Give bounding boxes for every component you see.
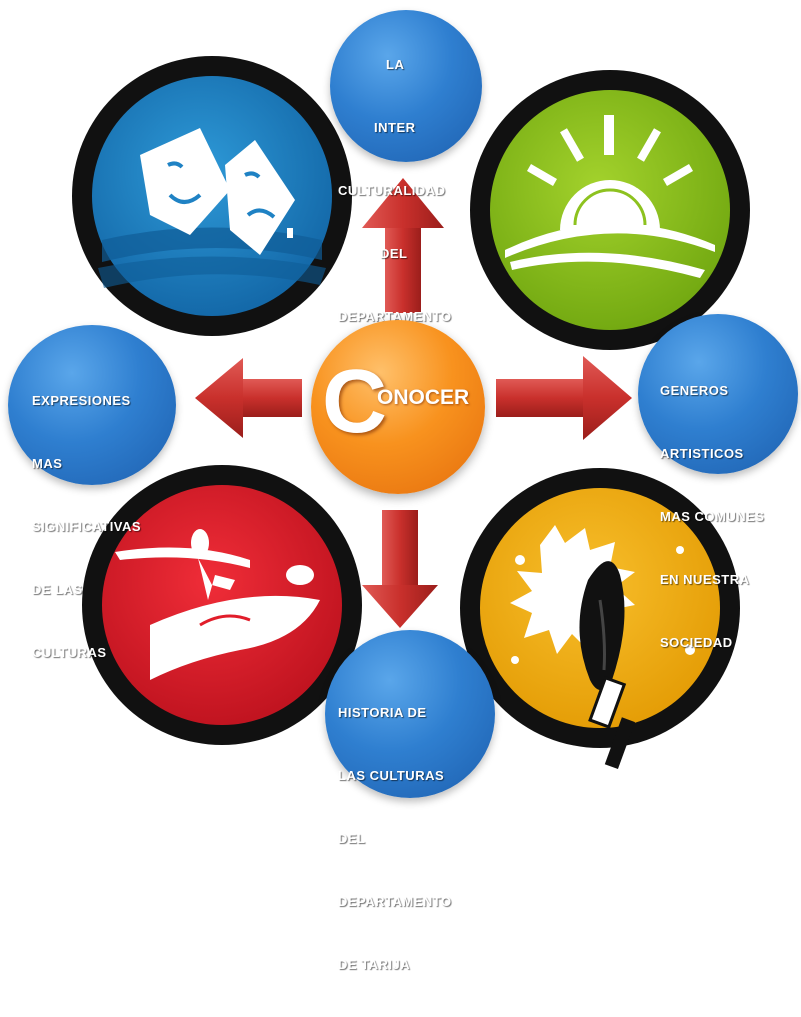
conocer-diagram: LA INTER CULTURALIDAD DEL DEPARTAMENTO E… <box>8 10 800 972</box>
bubble-bottom-line-3: DEL <box>338 831 366 846</box>
bubble-bottom-line-2: LAS CULTURAS <box>338 768 445 783</box>
bubble-right-line-3: MAS COMUNES <box>660 509 765 524</box>
sunrise-landscape-icon <box>470 70 750 350</box>
dancers-icon <box>82 465 362 745</box>
bubble-top <box>330 10 482 162</box>
bubble-left-line-3: SIGNIFICATIVAS <box>32 519 142 534</box>
bubble-top-line-2: INTER <box>374 120 416 135</box>
bubble-bottom-line-1: HISTORIA DE <box>338 705 427 720</box>
arrow-right <box>496 356 632 440</box>
bubble-left-line-5: CULTURAS <box>32 645 107 660</box>
bubble-left-line-4: DE LAS <box>32 582 83 597</box>
theatre-masks-icon <box>72 56 352 336</box>
bubble-bottom-line-5: DE TARIJA <box>338 957 411 972</box>
bubble-bottom-line-4: DEPARTAMENTO <box>338 894 452 909</box>
bubble-right-line-5: SOCIEDAD <box>660 635 733 650</box>
center-label: ONOCER <box>377 386 470 409</box>
bubble-left-text: EXPRESIONES MAS SIGNIFICATIVAS DE LAS CU… <box>32 348 182 705</box>
bubble-right-line-1: GENEROS <box>660 383 729 398</box>
bubble-left-line-2: MAS <box>32 456 63 471</box>
bubble-right-line-2: ARTISTICOS <box>660 446 744 461</box>
bubble-top-line-4: DEL <box>380 246 408 261</box>
bubble-left <box>8 325 176 485</box>
bubble-top-text: LA INTER CULTURALIDAD DEL DEPARTAMENTO <box>338 12 488 369</box>
bubble-top-line-1: LA <box>386 57 405 72</box>
bubble-right <box>638 314 798 474</box>
icon-layer <box>72 56 750 770</box>
center-conocer-node <box>311 320 485 494</box>
bubble-right-line-4: EN NUESTRA <box>660 572 750 587</box>
arrow-down <box>362 510 438 628</box>
arrow-up <box>362 178 444 313</box>
paintbrush-splash-icon <box>460 468 740 770</box>
bubble-bottom-text: HISTORIA DE LAS CULTURAS DEL DEPARTAMENT… <box>338 660 488 1017</box>
bubble-top-line-5: DEPARTAMENTO <box>338 309 452 324</box>
arrow-left <box>195 358 302 438</box>
bubble-left-line-1: EXPRESIONES <box>32 393 131 408</box>
bubble-right-text: GENEROS ARTISTICOS MAS COMUNES EN NUESTR… <box>660 338 800 695</box>
bubble-bottom <box>325 630 495 798</box>
bubble-top-line-3: CULTURALIDAD <box>338 183 446 198</box>
center-big-letter: C <box>322 352 387 452</box>
